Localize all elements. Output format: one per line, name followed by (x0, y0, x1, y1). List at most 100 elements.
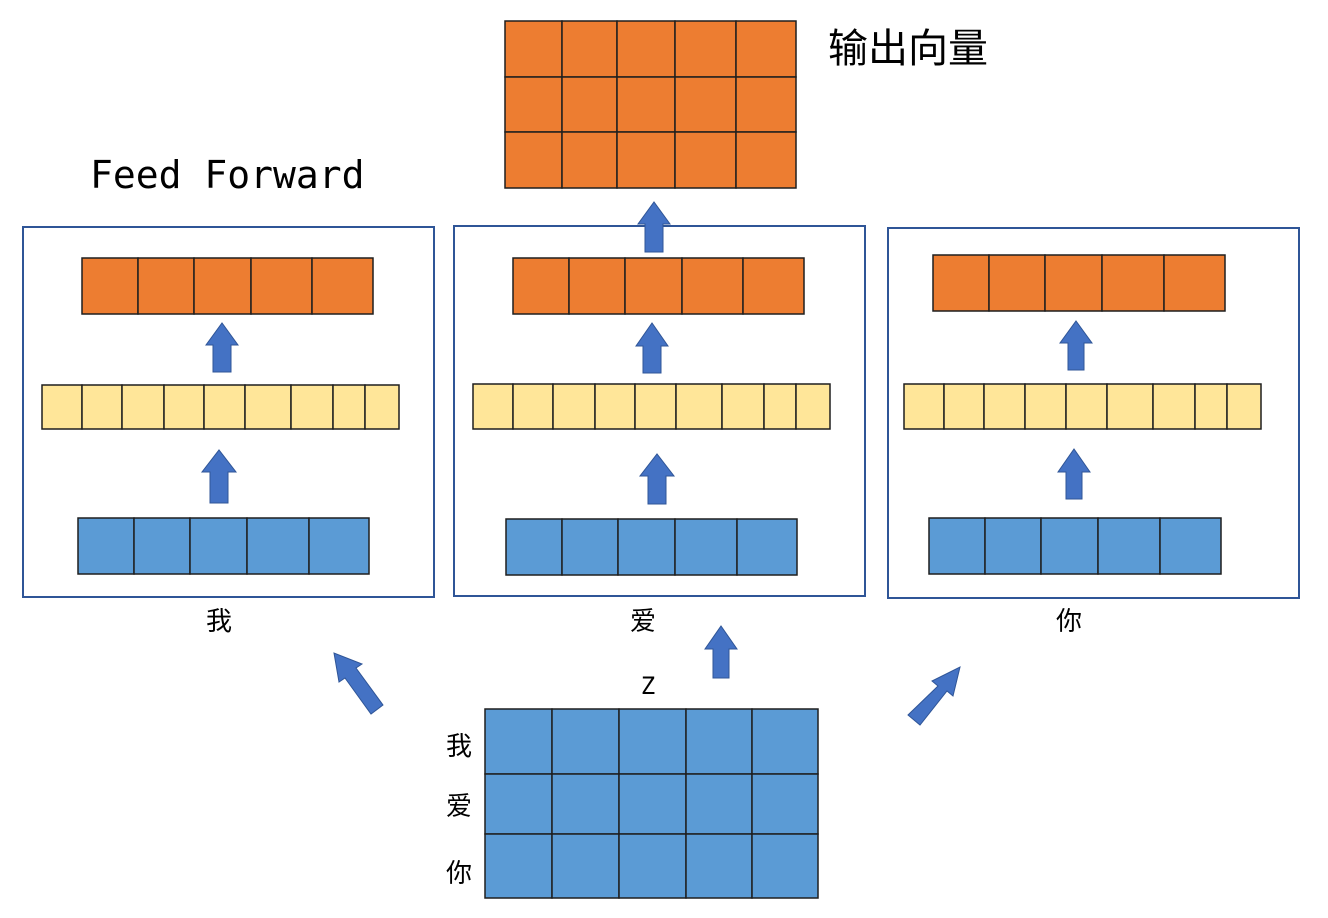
output-vector-cell (512, 257, 570, 315)
output-matrix-cell (561, 131, 618, 189)
arrow-up-icon (637, 201, 671, 253)
output-vector-cell (1101, 254, 1165, 312)
output-matrix-cell (735, 76, 797, 133)
hidden-vector-cell (244, 384, 292, 430)
hidden-vector-cell (512, 383, 554, 430)
z-matrix-cell (751, 773, 819, 835)
hidden-vector-cell (1152, 383, 1196, 430)
output-matrix (504, 20, 797, 189)
hidden-vector-cell (332, 384, 366, 430)
z-matrix-cell (751, 833, 819, 899)
input-vector-cell (736, 518, 798, 576)
z-matrix-cell (484, 708, 553, 775)
hidden-vector-cell (594, 383, 636, 430)
output-matrix-cell (561, 76, 618, 133)
arrow-up-icon (205, 322, 239, 373)
output-vector-cell (742, 257, 805, 315)
token-label-2: 爱 (630, 607, 656, 637)
output-matrix-cell (504, 131, 563, 189)
feed-forward-label: Feed Forward (90, 153, 365, 197)
ff-block-frame-3 (887, 227, 1300, 599)
input-vector-cell (1097, 517, 1161, 575)
hidden-vector-cell (1226, 383, 1262, 430)
input-vector-cell (928, 517, 986, 575)
input-vector-cell (133, 517, 191, 575)
output-vector-cell (137, 257, 195, 315)
arrow-up-icon (638, 453, 676, 505)
output-matrix-cell (616, 76, 676, 133)
output-matrix-cell (674, 131, 737, 189)
z-matrix-cell (618, 708, 687, 775)
input-vector-cell (984, 517, 1042, 575)
input-vector-cell (674, 518, 738, 576)
arrow-up-left-icon (333, 652, 384, 715)
z-matrix-cell (618, 833, 687, 899)
output-vector-cell (681, 257, 744, 315)
output-vector-cell (81, 257, 139, 315)
hidden-vector-cell (721, 383, 765, 430)
block-1-output-vector (81, 257, 374, 315)
hidden-vector-cell (983, 383, 1026, 430)
output-vector-cell (624, 257, 683, 315)
input-vector-cell (617, 518, 676, 576)
hidden-vector-cell (1106, 383, 1154, 430)
hidden-vector-cell (1194, 383, 1228, 430)
output-matrix-cell (735, 20, 797, 78)
z-matrix-cell (484, 833, 553, 899)
token-label-3: 你 (1056, 607, 1082, 637)
output-matrix-cell (616, 20, 676, 78)
block-1-input-vector (77, 517, 370, 575)
input-vector-cell (561, 518, 619, 576)
input-vector-cell (1040, 517, 1099, 575)
block-2-hidden-vector (472, 383, 831, 430)
z-matrix-cell (551, 833, 620, 899)
block-3-input-vector (928, 517, 1222, 575)
hidden-vector-cell (121, 384, 165, 430)
input-vector-cell (77, 517, 135, 575)
output-matrix-cell (674, 20, 737, 78)
z-matrix-label: Z (641, 672, 655, 700)
output-vector-cell (1163, 254, 1226, 312)
hidden-vector-cell (41, 384, 83, 430)
output-matrix-cell (674, 76, 737, 133)
hidden-vector-cell (1024, 383, 1067, 430)
input-vector-cell (189, 517, 248, 575)
z-matrix-cell (551, 773, 620, 835)
z-matrix-cell (618, 773, 687, 835)
arrow-up-icon (1057, 448, 1091, 500)
output-vector-title: 输出向量 (828, 26, 988, 72)
output-vector-cell (250, 257, 313, 315)
z-matrix (484, 708, 819, 899)
input-vector-cell (308, 517, 370, 575)
output-matrix-cell (616, 131, 676, 189)
input-vector-cell (246, 517, 310, 575)
z-matrix-cell (685, 708, 753, 775)
output-vector-cell (311, 257, 374, 315)
arrow-up-icon (635, 322, 669, 374)
z-matrix-cell (484, 773, 553, 835)
hidden-vector-cell (364, 384, 400, 430)
z-matrix-cell (685, 833, 753, 899)
hidden-vector-cell (552, 383, 596, 430)
hidden-vector-cell (203, 384, 246, 430)
z-row-label-3: 你 (446, 859, 472, 889)
output-vector-cell (988, 254, 1046, 312)
z-matrix-cell (685, 773, 753, 835)
hidden-vector-cell (290, 384, 334, 430)
input-vector-cell (1159, 517, 1222, 575)
z-row-label-1: 我 (446, 732, 472, 762)
arrow-up-icon (1059, 320, 1093, 371)
hidden-vector-cell (163, 384, 205, 430)
hidden-vector-cell (675, 383, 723, 430)
hidden-vector-cell (795, 383, 831, 430)
hidden-vector-cell (943, 383, 985, 430)
output-vector-cell (193, 257, 252, 315)
hidden-vector-cell (81, 384, 123, 430)
output-vector-cell (1044, 254, 1103, 312)
arrow-up-icon (704, 625, 738, 679)
z-matrix-cell (551, 708, 620, 775)
hidden-vector-cell (763, 383, 797, 430)
hidden-vector-cell (1065, 383, 1108, 430)
